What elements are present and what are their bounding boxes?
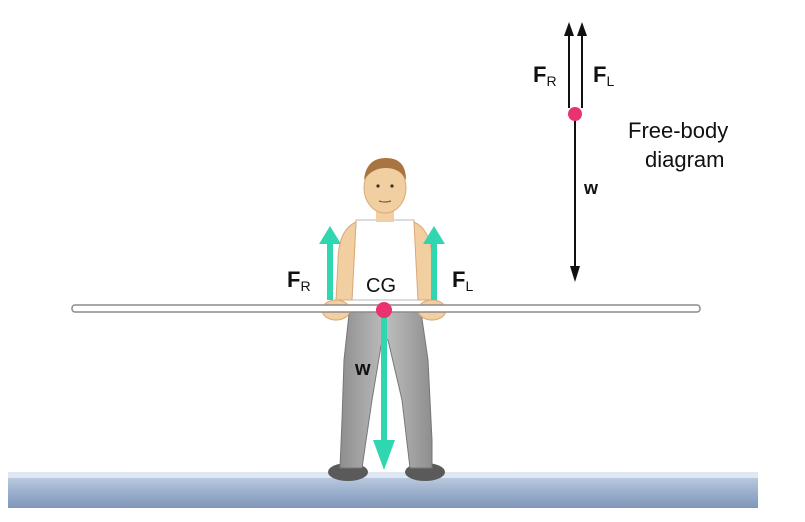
fbd-arrow-w	[570, 120, 580, 282]
weight-arrow-main	[373, 312, 395, 470]
w-label-fbd: w	[583, 178, 599, 198]
force-arrow-fl-main	[423, 226, 445, 300]
fbd-caption-line1: Free-body	[628, 118, 728, 143]
hair	[364, 158, 406, 180]
cg-dot	[376, 302, 392, 318]
pants	[339, 304, 433, 469]
person-figure	[321, 158, 447, 481]
left-eye	[376, 184, 380, 188]
mouth	[378, 200, 392, 203]
fr-label-main: FR	[287, 267, 311, 294]
cg-label: CG	[366, 275, 396, 297]
fl-label-fbd: FL	[593, 62, 614, 89]
fl-label-main: FL	[452, 267, 473, 294]
fbd-caption-line2: diagram	[645, 147, 724, 172]
left-arm	[335, 221, 357, 301]
floor-highlight	[8, 472, 758, 478]
right-eye	[390, 184, 394, 188]
fbd-arrow-fl	[577, 22, 587, 108]
w-label-main: w	[354, 358, 371, 380]
fbd-arrow-fr	[564, 22, 574, 108]
force-arrow-fr-main	[319, 226, 341, 300]
fbd-cg-dot	[568, 107, 582, 121]
fr-label-fbd: FR	[533, 62, 557, 89]
